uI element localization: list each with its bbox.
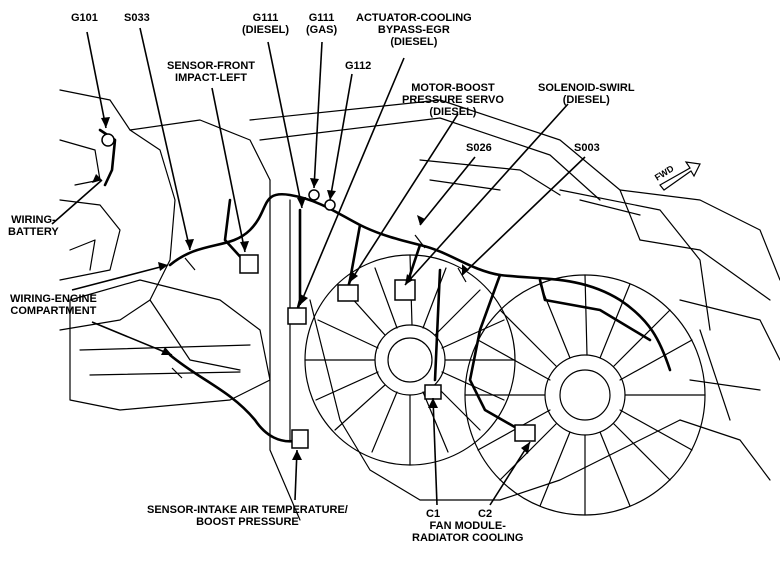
sensor-intake-connector bbox=[291, 429, 309, 449]
label-sensor-intake-air: SENSOR-INTAKE AIR TEMPERATURE/BOOST PRES… bbox=[147, 504, 348, 528]
c2-connector bbox=[514, 424, 536, 442]
g111-ground bbox=[308, 189, 320, 201]
g112-ground bbox=[324, 199, 336, 211]
label-g111-diesel: G111(DIESEL) bbox=[242, 12, 290, 36]
label-g111-gas: G111(GAS) bbox=[306, 12, 338, 36]
wiring-harness bbox=[98, 128, 672, 443]
c1-connector bbox=[424, 384, 442, 400]
label-fan-module: FAN MODULE-RADIATOR COOLING bbox=[412, 520, 524, 544]
label-g112: G112 bbox=[345, 60, 372, 72]
fan-right bbox=[464, 274, 706, 516]
sensor-front-impact-connector bbox=[239, 254, 259, 274]
motor-boost-connector bbox=[337, 284, 359, 302]
label-wiring-battery: WIRING-BATTERY bbox=[8, 214, 59, 238]
g101-ground bbox=[101, 133, 115, 147]
solenoid-swirl-connector bbox=[394, 279, 416, 301]
label-s033: S033 bbox=[124, 12, 150, 24]
label-solenoid-swirl: SOLENOID-SWIRL(DIESEL) bbox=[538, 82, 635, 106]
fwd-arrow-icon bbox=[659, 161, 701, 191]
label-c2: C2 bbox=[478, 508, 493, 520]
label-c1: C1 bbox=[426, 508, 441, 520]
break-marks bbox=[171, 234, 467, 379]
leader-lines bbox=[51, 27, 586, 506]
arrowheads bbox=[92, 117, 530, 460]
actuator-connector bbox=[287, 307, 307, 325]
label-s003: S003 bbox=[574, 142, 600, 154]
label-s026: S026 bbox=[466, 142, 492, 154]
connectors bbox=[101, 133, 536, 449]
label-g101: G101 bbox=[71, 12, 98, 24]
